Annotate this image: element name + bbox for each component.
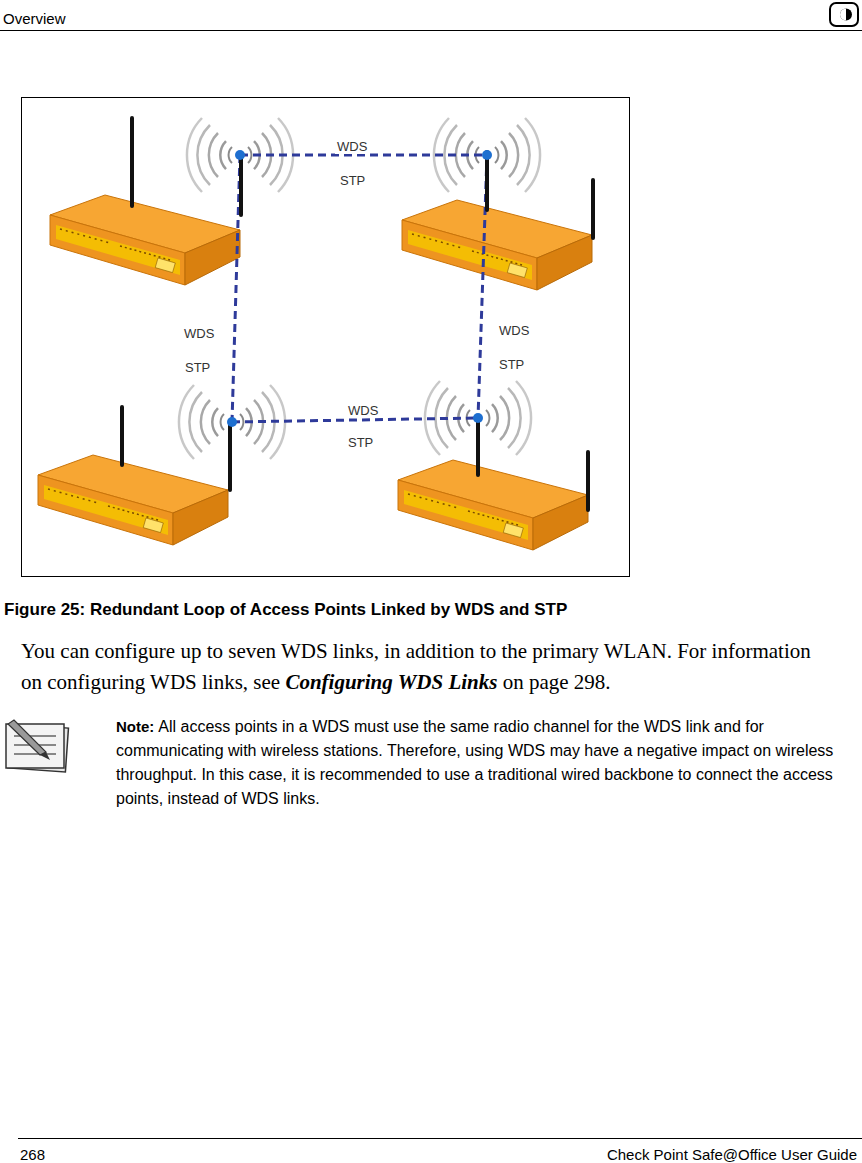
note-text: All access points in a WDS must use the … bbox=[116, 718, 833, 807]
antenna bbox=[120, 116, 595, 512]
link-dot bbox=[227, 150, 492, 427]
access-point-illustration bbox=[38, 195, 592, 550]
figure-frame bbox=[22, 98, 630, 577]
wds-link bbox=[232, 155, 487, 422]
header-rule bbox=[0, 30, 862, 31]
paragraph-text: on page 298. bbox=[503, 670, 611, 694]
link-label: WDS bbox=[335, 139, 369, 154]
running-header: Overview bbox=[3, 10, 66, 27]
body-paragraph: You can configure up to seven WDS links,… bbox=[21, 636, 811, 698]
running-footer: Check Point Safe@Office User Guide bbox=[607, 1146, 857, 1163]
cross-reference: Configuring WDS Links bbox=[285, 670, 497, 694]
note-heading: Note: bbox=[116, 718, 154, 735]
link-label: STP bbox=[497, 357, 526, 372]
link-label: WDS bbox=[182, 326, 216, 341]
header-icon bbox=[830, 3, 858, 26]
link-label: STP bbox=[183, 360, 212, 375]
link-label: WDS bbox=[346, 403, 380, 418]
page-number: 268 bbox=[20, 1146, 45, 1163]
figure-caption: Figure 25: Redundant Loop of Access Poin… bbox=[4, 600, 567, 620]
link-label: WDS bbox=[497, 323, 531, 338]
footer-rule bbox=[18, 1138, 862, 1139]
wireless-symbol bbox=[179, 118, 540, 459]
note-text-block: Note:All access points in a WDS must use… bbox=[116, 715, 838, 811]
link-label: STP bbox=[338, 173, 367, 188]
note-icon bbox=[6, 720, 68, 772]
link-label: STP bbox=[346, 435, 375, 450]
